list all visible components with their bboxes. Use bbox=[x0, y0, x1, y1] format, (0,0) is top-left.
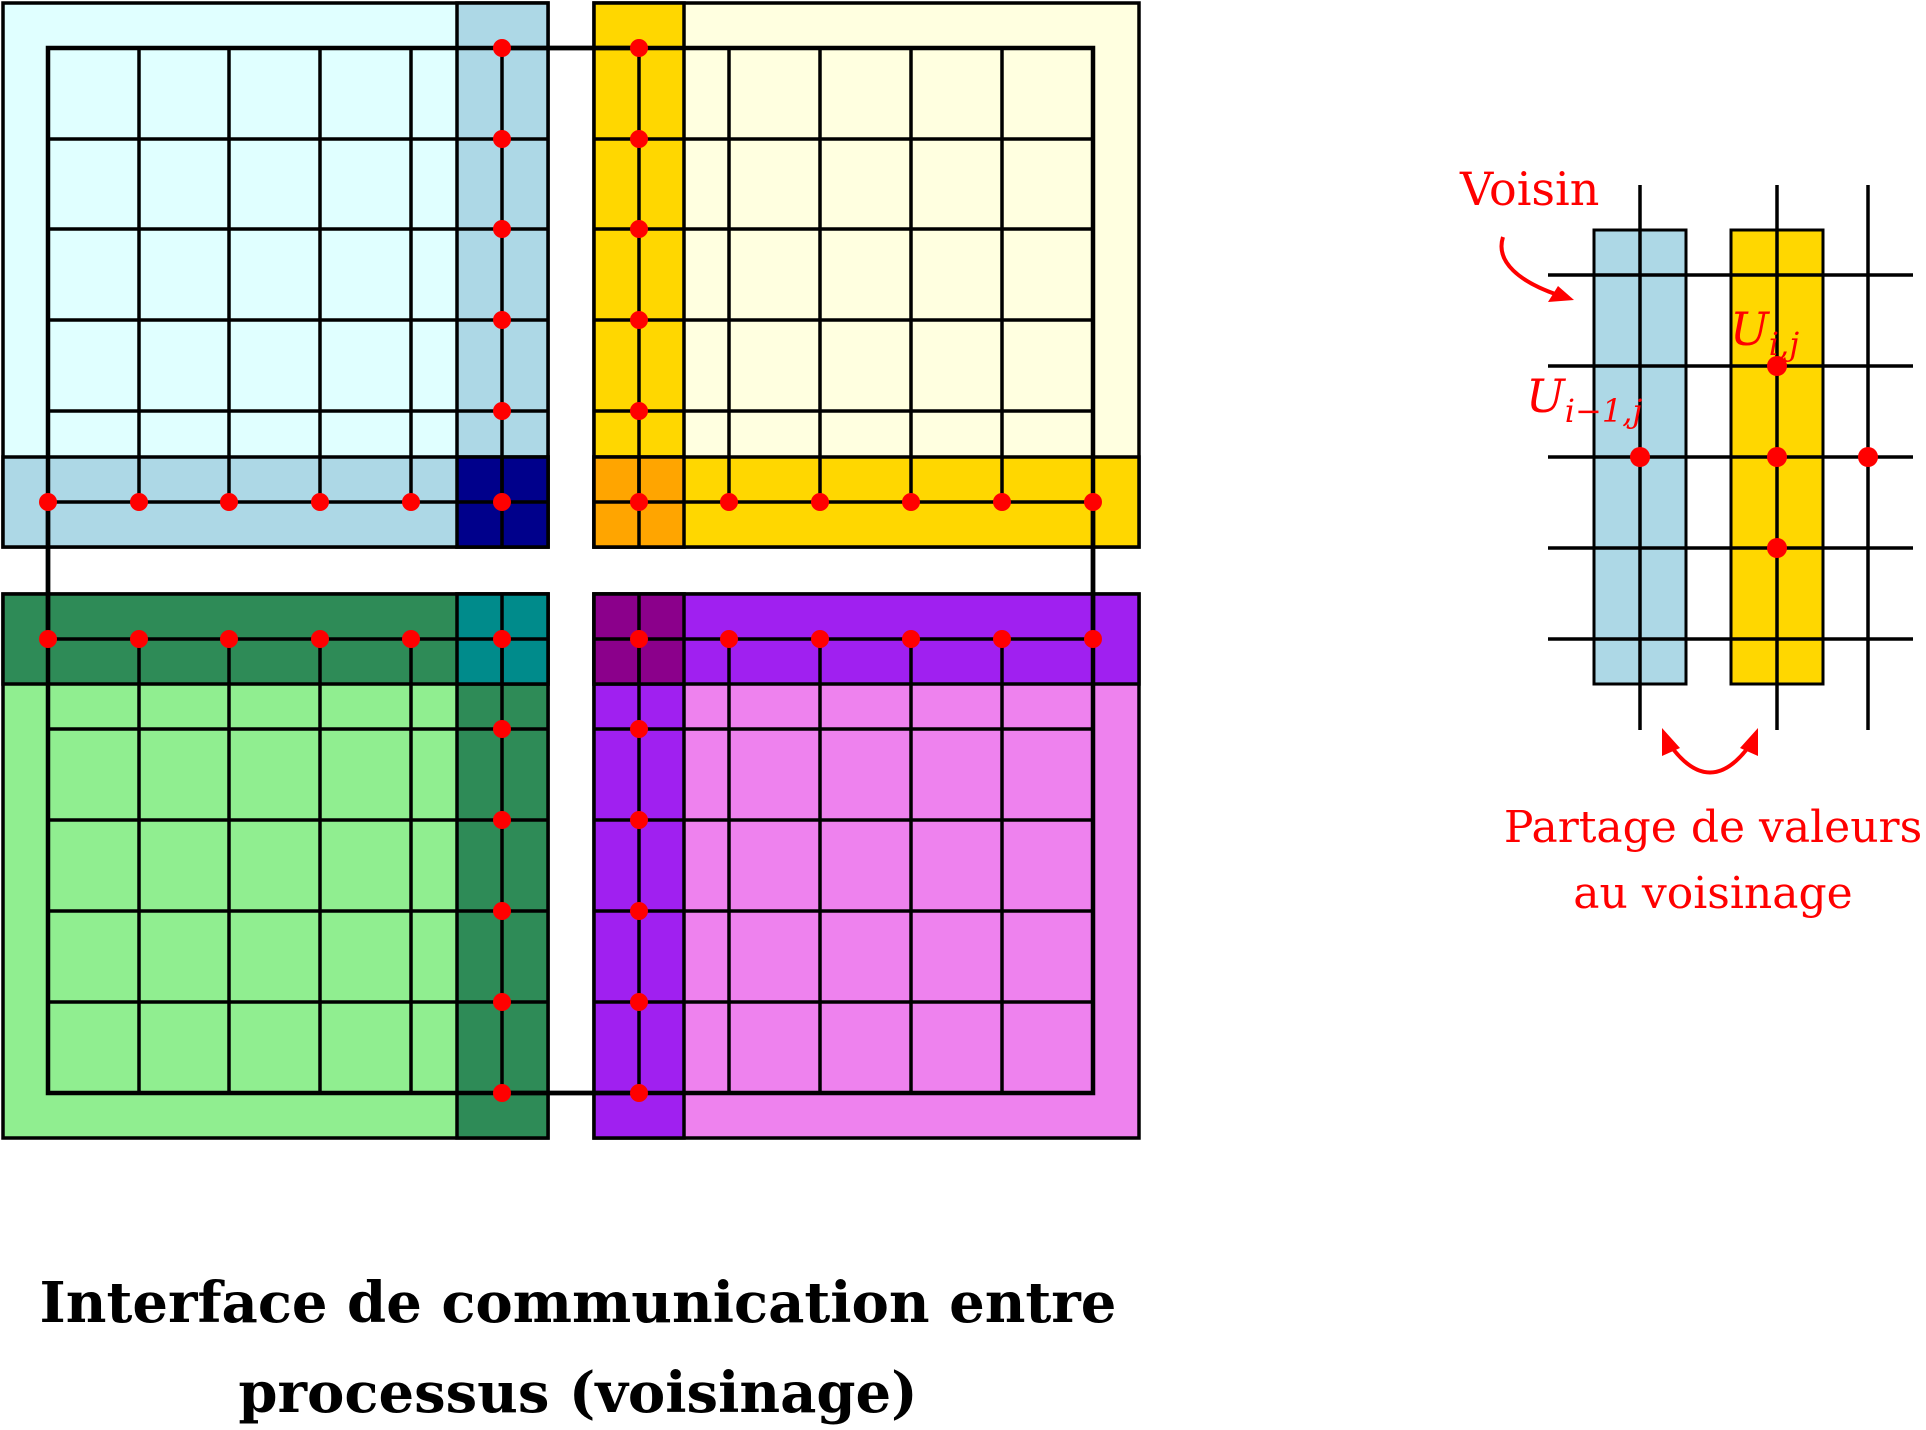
interface-node-36 bbox=[811, 493, 829, 511]
exchange-arrow bbox=[1668, 743, 1752, 775]
interface-node-37 bbox=[811, 630, 829, 648]
neighbor-label: Voisin bbox=[1459, 162, 1599, 216]
interface-node-15 bbox=[630, 902, 648, 920]
subdomains bbox=[1, 1, 1141, 1140]
exchange-arrowhead-right bbox=[1740, 728, 1758, 756]
interface-node-6 bbox=[493, 311, 511, 329]
interface-node-35 bbox=[720, 630, 738, 648]
label-u-ij: Ui,j bbox=[1730, 302, 1799, 363]
inset-node-0 bbox=[1630, 447, 1650, 467]
global-grid bbox=[45, 45, 1096, 1096]
interface-node-1 bbox=[630, 39, 648, 57]
inset-nodes bbox=[1630, 356, 1878, 558]
interface-node-14 bbox=[493, 902, 511, 920]
interface-node-24 bbox=[220, 493, 238, 511]
interface-node-32 bbox=[630, 493, 648, 511]
inset-node-4 bbox=[1858, 447, 1878, 467]
interface-node-8 bbox=[493, 402, 511, 420]
interface-node-33 bbox=[630, 630, 648, 648]
interface-node-7 bbox=[630, 311, 648, 329]
sharing-label-line2: au voisinage bbox=[1573, 868, 1852, 919]
interface-node-26 bbox=[311, 493, 329, 511]
inset-node-1 bbox=[1767, 356, 1787, 376]
interface-node-27 bbox=[311, 630, 329, 648]
interface-node-43 bbox=[1084, 630, 1102, 648]
interface-node-17 bbox=[630, 993, 648, 1011]
interface-node-29 bbox=[402, 630, 420, 648]
interface-node-11 bbox=[630, 720, 648, 738]
inset-node-2 bbox=[1767, 447, 1787, 467]
interface-node-19 bbox=[630, 1084, 648, 1102]
interface-node-40 bbox=[993, 493, 1011, 511]
caption-line1: Interface de communication entre bbox=[39, 1270, 1117, 1336]
interface-node-4 bbox=[493, 220, 511, 238]
interface-node-5 bbox=[630, 220, 648, 238]
neighbor-inset: Voisin Ui,j Ui−1,j Partage de valeurs au… bbox=[1459, 162, 1922, 919]
interface-node-12 bbox=[493, 811, 511, 829]
neighbor-arrow bbox=[1499, 236, 1559, 297]
interface-node-28 bbox=[402, 493, 420, 511]
caption-line2: processus (voisinage) bbox=[238, 1360, 918, 1426]
exchange-arrowhead-left bbox=[1662, 728, 1680, 756]
interface-node-10 bbox=[493, 720, 511, 738]
interface-node-16 bbox=[493, 993, 511, 1011]
interface-node-30 bbox=[493, 493, 511, 511]
interface-node-2 bbox=[493, 130, 511, 148]
interface-node-39 bbox=[902, 630, 920, 648]
inset-node-3 bbox=[1767, 538, 1787, 558]
interface-node-31 bbox=[493, 630, 511, 648]
interface-node-20 bbox=[39, 493, 57, 511]
interface-nodes bbox=[39, 39, 1102, 1102]
interface-node-21 bbox=[39, 630, 57, 648]
interface-node-0 bbox=[493, 39, 511, 57]
interface-node-22 bbox=[130, 493, 148, 511]
interface-node-38 bbox=[902, 493, 920, 511]
interface-node-41 bbox=[993, 630, 1011, 648]
neighbor-arrowhead bbox=[1548, 286, 1574, 302]
interface-node-9 bbox=[630, 402, 648, 420]
interface-node-23 bbox=[130, 630, 148, 648]
interface-node-3 bbox=[630, 130, 648, 148]
interface-node-18 bbox=[493, 1084, 511, 1102]
label-u-im1j: Ui−1,j bbox=[1526, 369, 1642, 430]
interface-node-42 bbox=[1084, 493, 1102, 511]
interface-node-13 bbox=[630, 811, 648, 829]
sharing-label-line1: Partage de valeurs bbox=[1504, 802, 1922, 853]
interface-node-34 bbox=[720, 493, 738, 511]
interface-node-25 bbox=[220, 630, 238, 648]
